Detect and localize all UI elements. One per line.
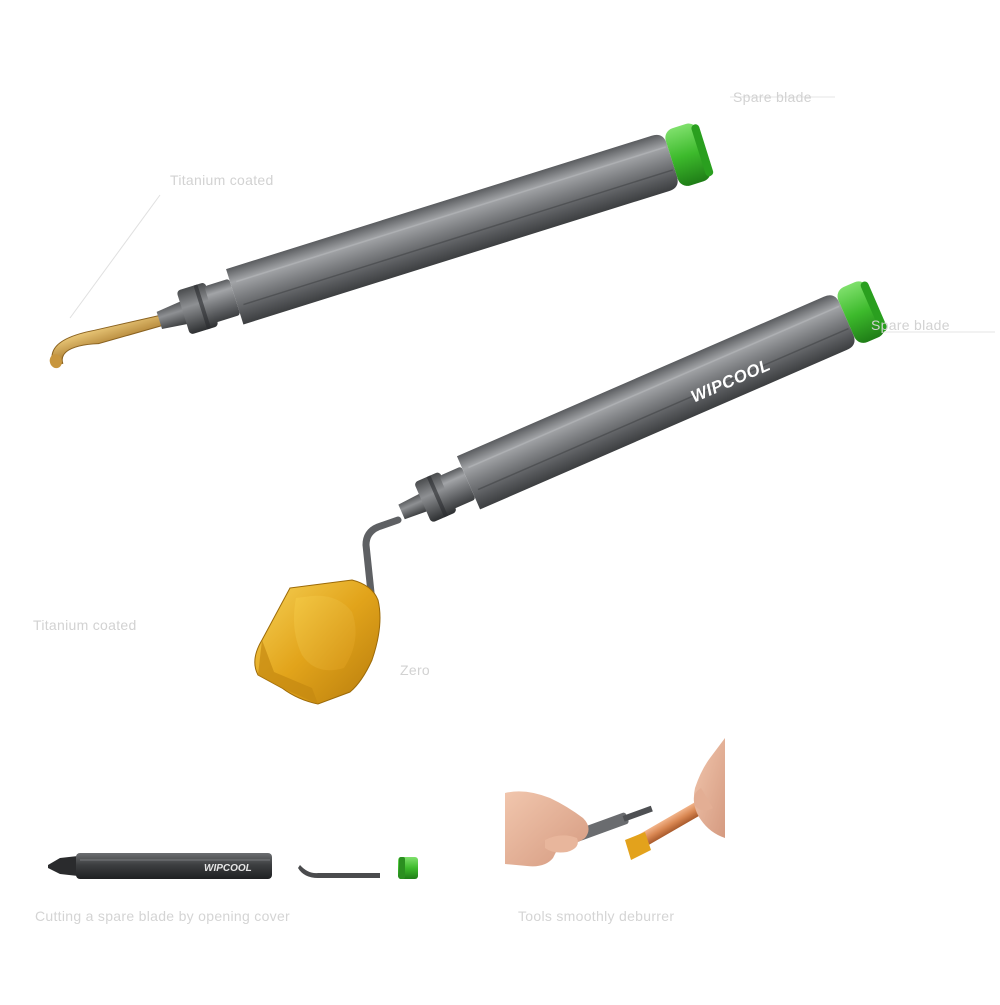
kit-components <box>48 853 418 879</box>
kit-logo: WIPCOOL <box>204 858 252 876</box>
callout-middle-blade: Titanium coated <box>33 617 137 633</box>
callout-cone: Zero <box>400 662 430 678</box>
callout-top-blade: Titanium coated <box>170 172 274 188</box>
middle-shank <box>362 516 402 606</box>
middle-cone-blade <box>254 579 381 705</box>
caption-kit: Cutting a spare blade by opening cover <box>35 908 291 924</box>
callout-middle-cap: Spare blade <box>871 317 950 333</box>
leader-line <box>69 194 161 319</box>
usage-demo-illustration <box>505 738 725 867</box>
usage-demo-photo <box>505 728 725 893</box>
top-deburring-tool <box>49 123 714 369</box>
caption-demo: Tools smoothly deburrer <box>518 908 675 924</box>
top-blade <box>51 313 172 366</box>
logo-text: WIPCOOL <box>204 863 252 874</box>
middle-deburring-tool <box>398 281 888 522</box>
callout-top-cap: Spare blade <box>733 89 812 105</box>
